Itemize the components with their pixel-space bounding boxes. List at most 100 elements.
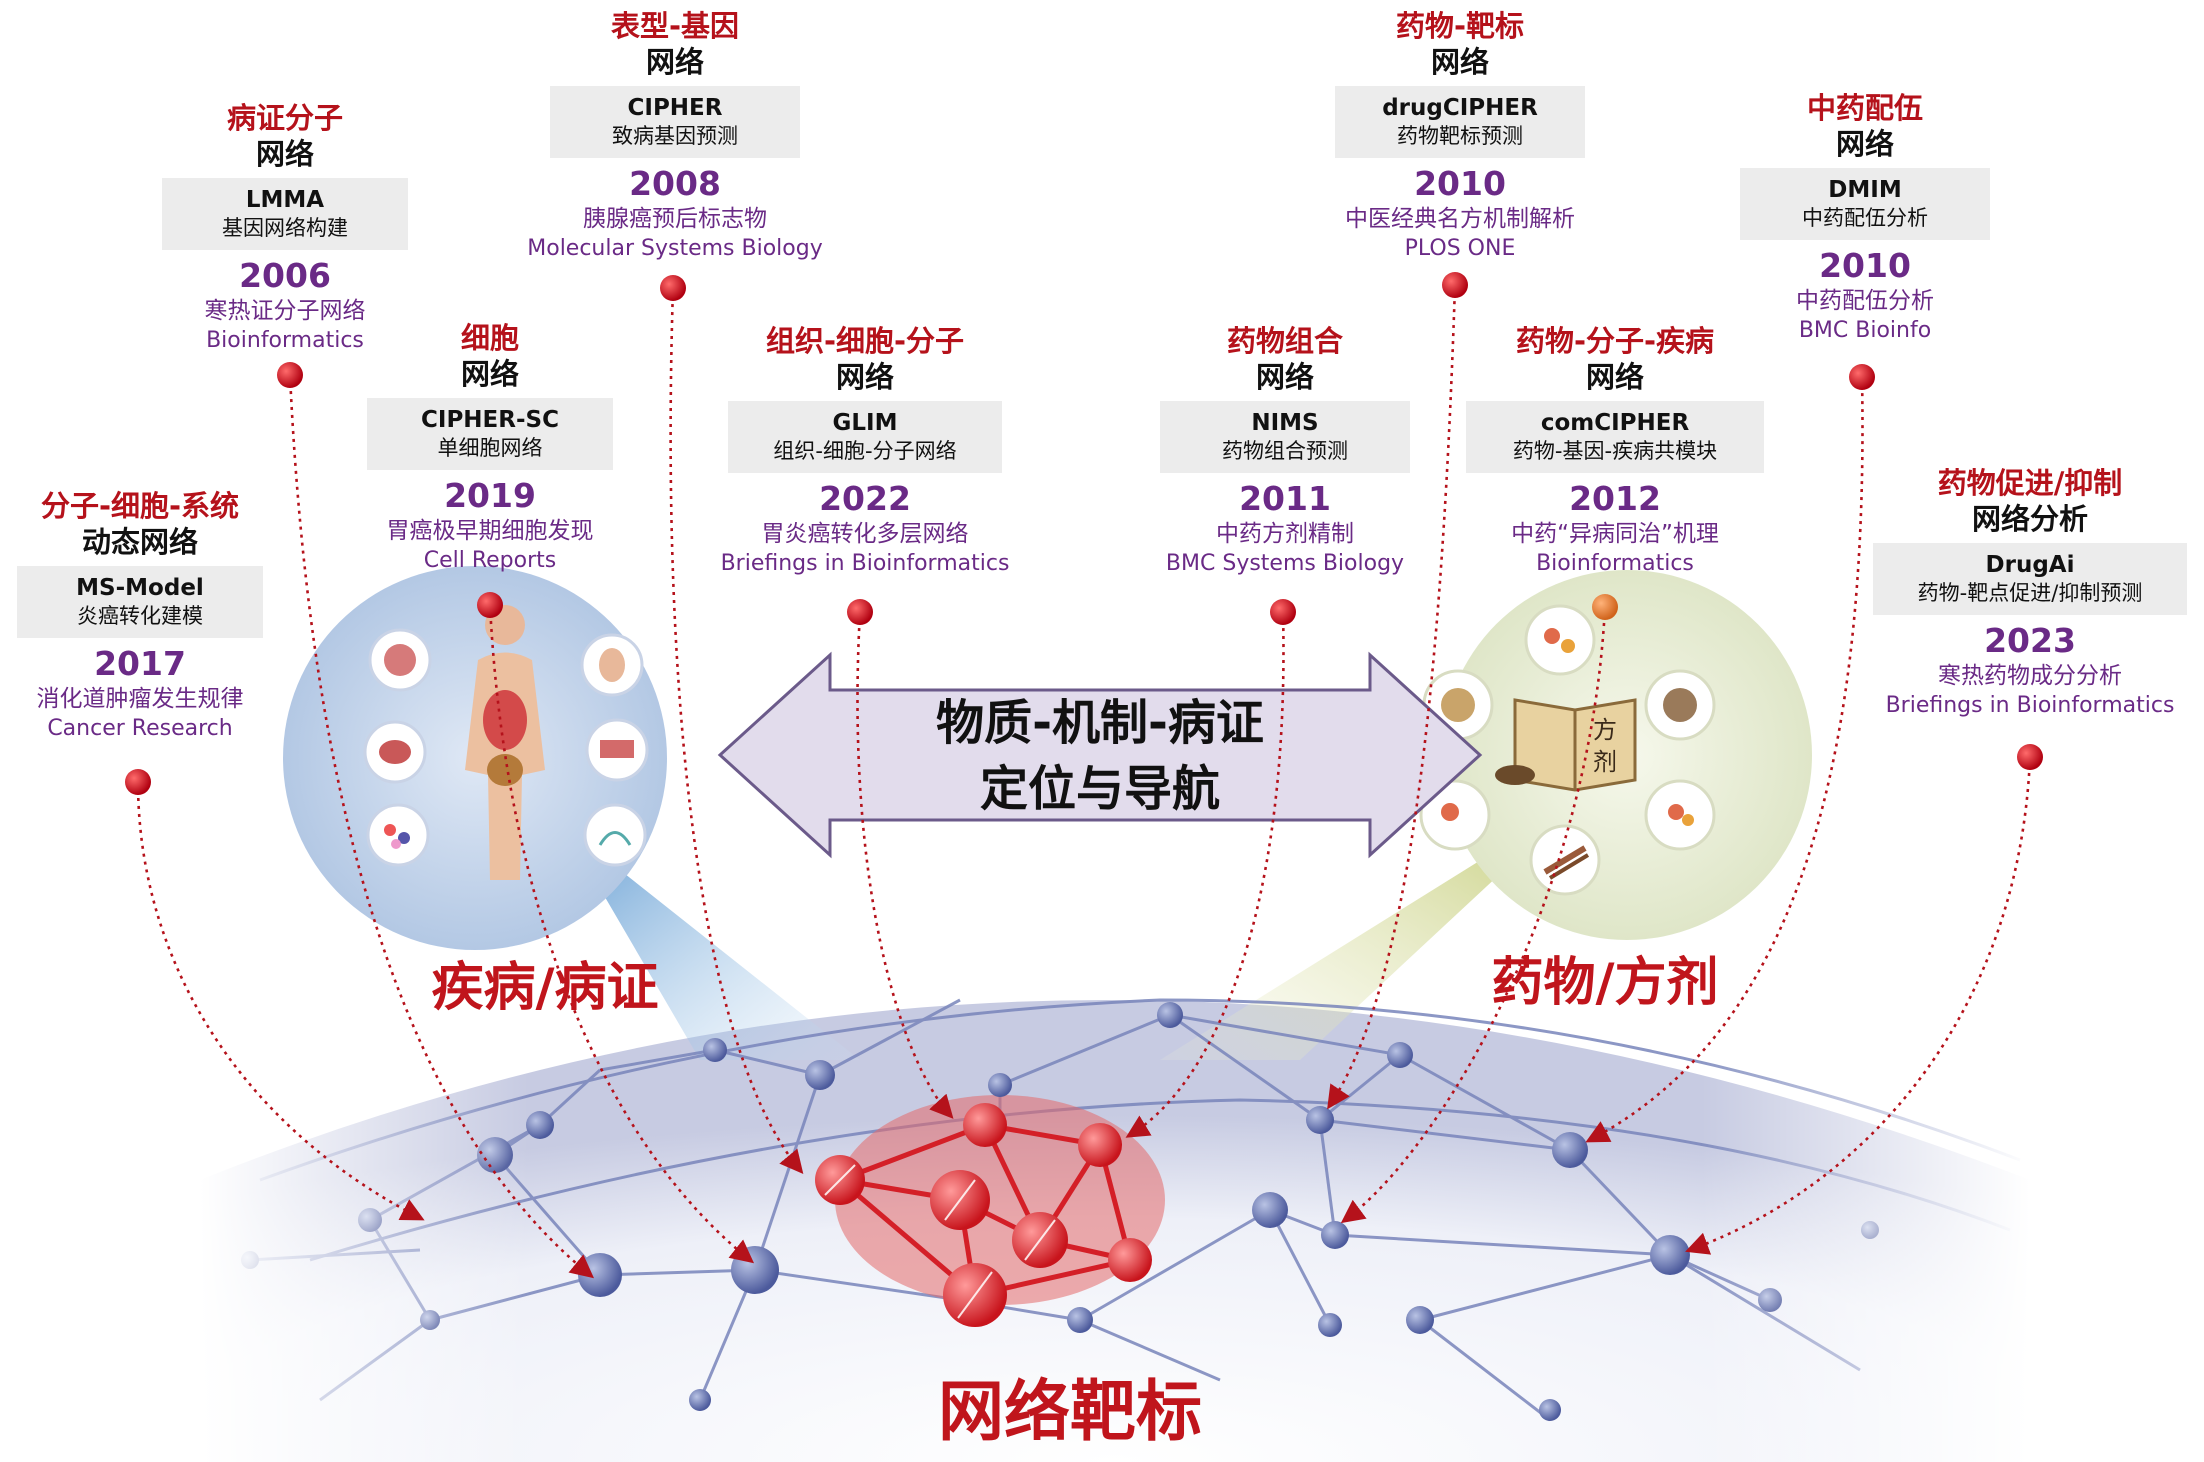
- pin-drugai: [2017, 744, 2043, 770]
- card-year: 2012: [1569, 479, 1661, 518]
- formula-book-icon: [1495, 698, 1637, 792]
- card-tool: comCIPHER: [1540, 410, 1690, 436]
- card-tool-desc: 基因网络构建: [222, 216, 348, 240]
- card-year: 2019: [444, 476, 536, 515]
- card-year: 2022: [819, 479, 911, 518]
- center-arrow-line1: 物质-机制-病证: [936, 695, 1264, 751]
- card-drugcipher: 药物-靶标 网络 drugCIPHER 药物靶标预测 2010 中医经典名方机制…: [1300, 8, 1620, 264]
- card-category: 药物组合: [1226, 324, 1343, 358]
- card-tool: CIPHER: [627, 95, 723, 121]
- card-finding: 胃炎癌转化多层网络: [761, 521, 969, 547]
- card-year: 2006: [239, 256, 331, 295]
- card-category: 中药配伍: [1806, 91, 1923, 125]
- card-finding: 胃癌极早期细胞发现: [386, 518, 594, 544]
- card-category: 药物-分子-疾病: [1515, 324, 1715, 358]
- herb-icons: [1419, 604, 1716, 896]
- connectors: [136, 284, 2032, 1279]
- network-target-label: 网络靶标: [938, 1373, 1202, 1450]
- card-finding: 中药方剂精制: [1216, 521, 1354, 547]
- pin-dmim: [1849, 364, 1875, 390]
- card-finding: 寒热药物成分分析: [1938, 663, 2122, 689]
- card-tool-box: NIMS 药物组合预测: [1160, 401, 1410, 473]
- card-cipher: 表型-基因 网络 CIPHER 致病基因预测 2008 胰腺癌预后标志物 Mol…: [510, 8, 840, 264]
- card-journal: BMC Bioinfo: [1798, 318, 1932, 343]
- card-journal: Cancer Research: [47, 716, 233, 741]
- card-tool-box: LMMA 基因网络构建: [162, 178, 408, 250]
- card-year: 2010: [1819, 246, 1911, 285]
- card-network: 网络: [645, 45, 704, 79]
- card-tool: DMIM: [1828, 177, 1902, 203]
- card-year: 2010: [1414, 164, 1506, 203]
- card-tool-box: DrugAi 药物-靶点促进/抑制预测: [1873, 543, 2187, 615]
- card-category: 表型-基因: [610, 9, 740, 43]
- pins: [125, 272, 2043, 795]
- card-tool-desc: 组织-细胞-分子网络: [773, 439, 957, 463]
- card-tool-desc: 药物组合预测: [1222, 439, 1348, 463]
- card-network: 网络分析: [1971, 502, 2088, 536]
- card-tool-box: CIPHER 致病基因预测: [550, 86, 800, 158]
- card-network: 网络: [835, 360, 894, 394]
- card-journal: Molecular Systems Biology: [527, 236, 823, 261]
- pin-comcipher: [1592, 594, 1618, 620]
- card-ms-model: 分子-细胞-系统 动态网络 MS-Model 炎癌转化建模 2017 消化道肿瘤…: [10, 488, 270, 744]
- card-finding: 寒热证分子网络: [204, 298, 366, 324]
- card-lmma: 病证分子 网络 LMMA 基因网络构建 2006 寒热证分子网络 Bioinfo…: [140, 100, 430, 356]
- card-tool: LMMA: [245, 187, 325, 213]
- card-tool: CIPHER-SC: [421, 407, 559, 433]
- card-category: 细胞: [460, 321, 519, 355]
- card-tool-box: MS-Model 炎癌转化建模: [17, 566, 263, 638]
- card-category: 病证分子: [226, 101, 343, 135]
- card-network: 网络: [255, 137, 314, 171]
- card-year: 2023: [1984, 621, 2076, 660]
- card-category: 组织-细胞-分子: [765, 324, 965, 358]
- card-tool: NIMS: [1251, 410, 1319, 436]
- organ-icons: [363, 628, 649, 867]
- pin-ms-model: [125, 769, 151, 795]
- card-journal: Briefings in Bioinformatics: [1885, 693, 2175, 718]
- card-tool-desc: 致病基因预测: [612, 124, 738, 148]
- card-drugai: 药物促进/抑制 网络分析 DrugAi 药物-靶点促进/抑制预测 2023 寒热…: [1870, 465, 2190, 721]
- card-finding: 消化道肿瘤发生规律: [36, 686, 244, 712]
- card-network: 网络: [1255, 360, 1314, 394]
- card-journal: Briefings in Bioinformatics: [720, 551, 1010, 576]
- card-network: 网络: [1430, 45, 1489, 79]
- card-year: 2011: [1239, 479, 1331, 518]
- card-category: 药物-靶标: [1395, 9, 1525, 43]
- card-tool-desc: 炎癌转化建模: [77, 604, 203, 628]
- card-network: 网络: [1835, 127, 1894, 161]
- card-finding: 中医经典名方机制解析: [1345, 206, 1575, 232]
- card-tool: MS-Model: [76, 575, 204, 601]
- drug-label: 药物/方剂: [1491, 953, 1719, 1013]
- card-tool-box: comCIPHER 药物-基因-疾病共模块: [1466, 401, 1764, 473]
- pin-drugcipher: [1442, 272, 1468, 298]
- card-finding: 中药配伍分析: [1796, 288, 1934, 314]
- formula-char-1: 方: [1593, 716, 1617, 744]
- pin-cipher: [660, 275, 686, 301]
- card-journal: Cell Reports: [423, 548, 557, 573]
- pin-glim: [847, 599, 873, 625]
- card-tool-desc: 药物靶标预测: [1397, 124, 1523, 148]
- card-year: 2008: [629, 164, 721, 203]
- card-tool-desc: 单细胞网络: [437, 436, 543, 460]
- card-journal: BMC Systems Biology: [1165, 551, 1405, 576]
- card-glim: 组织-细胞-分子 网络 GLIM 组织-细胞-分子网络 2022 胃炎癌转化多层…: [700, 323, 1030, 579]
- card-network: 网络: [1585, 360, 1644, 394]
- card-tool: GLIM: [832, 410, 898, 436]
- card-tool-desc: 中药配伍分析: [1802, 206, 1928, 230]
- card-cipher-sc: 细胞 网络 CIPHER-SC 单细胞网络 2019 胃癌极早期细胞发现 Cel…: [345, 320, 635, 576]
- card-tool-box: DMIM 中药配伍分析: [1740, 168, 1990, 240]
- card-nims: 药物组合 网络 NIMS 药物组合预测 2011 中药方剂精制 BMC Syst…: [1130, 323, 1440, 579]
- card-dmim: 中药配伍 网络 DMIM 中药配伍分析 2010 中药配伍分析 BMC Bioi…: [1730, 90, 2000, 346]
- card-journal: PLOS ONE: [1404, 236, 1516, 261]
- card-tool-desc: 药物-基因-疾病共模块: [1512, 439, 1718, 463]
- card-category: 药物促进/抑制: [1937, 466, 2123, 500]
- card-journal: Bioinformatics: [1536, 551, 1694, 576]
- center-double-arrow: [717, 651, 1483, 859]
- card-finding: 胰腺癌预后标志物: [583, 206, 767, 232]
- card-tool: drugCIPHER: [1382, 95, 1538, 121]
- card-finding: 中药“异病同治”机理: [1511, 521, 1719, 547]
- center-arrow-line2: 定位与导航: [979, 761, 1220, 817]
- card-network: 动态网络: [81, 525, 198, 559]
- card-tool-box: CIPHER-SC 单细胞网络: [367, 398, 613, 470]
